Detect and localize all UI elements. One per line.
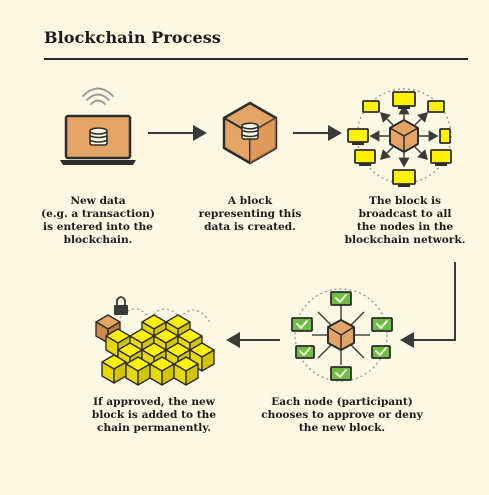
block-cube-icon [222,101,278,165]
lock-icon [114,296,128,315]
laptop-icon [60,87,136,165]
step-2-caption: A block representing this data is create… [198,195,302,233]
arrow-3 [400,262,456,348]
broadcast-network-icon [347,88,452,187]
chain-block [201,349,215,372]
title-divider [44,58,468,60]
wifi-icon [82,87,114,105]
database-icon [241,122,259,140]
step-5-caption: If approved, the new block is added to t… [91,396,217,434]
approval-network-icon [291,288,393,382]
step-3-caption: The block is broadcast to all the nodes … [344,195,466,246]
diagram-title: Blockchain Process [44,28,221,47]
database-icon [89,127,108,146]
step-4-caption: Each node (participant) chooses to appro… [261,396,423,434]
chain-block [185,363,199,386]
blockchain-chain-icon [95,296,215,386]
step-1-caption: New data (e.g. a transaction) is entered… [41,195,155,246]
